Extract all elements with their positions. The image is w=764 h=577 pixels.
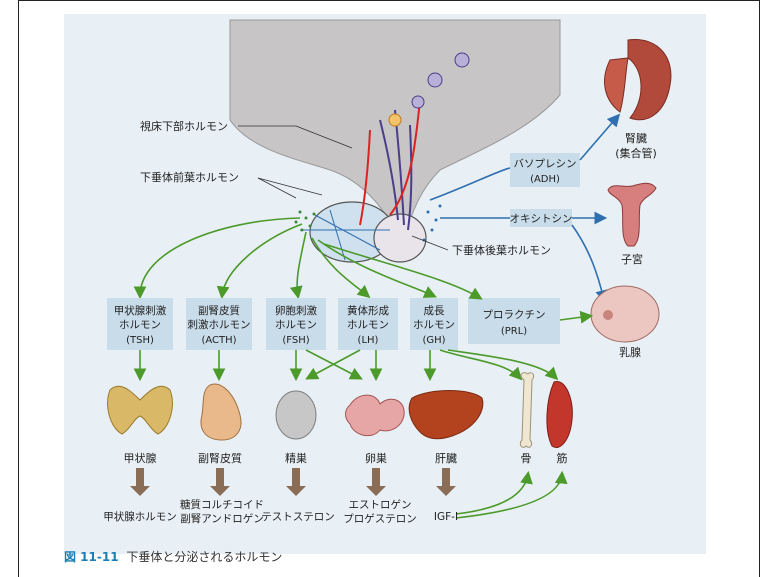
thyroid-image <box>108 386 173 434</box>
uterus-image <box>608 183 656 246</box>
liver-label: 肝臓 <box>435 452 457 465</box>
ovary-label: 卵巣 <box>365 452 387 465</box>
secretion-arrows <box>130 468 456 496</box>
prolactin-label: プロラクチン <box>483 309 546 321</box>
muscle-image <box>547 382 572 448</box>
caption-text: 下垂体と分泌されるホルモン <box>126 550 282 564</box>
bone-label: 骨 <box>521 452 532 465</box>
gh-abbr: (GH) <box>422 335 445 346</box>
fsh-line2: ホルモン <box>275 319 317 331</box>
mammary-label: 乳腺 <box>619 345 641 359</box>
hormone-boxes: 甲状腺刺激 ホルモン (TSH) 副腎皮質 刺激ホルモン (ACTH) 卵胞刺激… <box>107 298 458 350</box>
label-anterior-pituitary-hormones: 下垂体前葉ホルモン <box>140 170 239 184</box>
muscle-label: 筋 <box>557 451 568 465</box>
acth-line2: 刺激ホルモン <box>188 318 251 331</box>
vasopressin-label: バソプレシン <box>514 158 577 170</box>
figure-caption: 図 11-11 下垂体と分泌されるホルモン <box>64 548 282 565</box>
liver-image <box>409 391 483 439</box>
kidney-label-1: 腎臓 <box>625 132 647 145</box>
fsh-abbr: (FSH) <box>282 335 309 346</box>
liver-product: IGF-Ⅰ <box>434 511 458 523</box>
adrenal-image <box>201 384 241 440</box>
adrenal-product-2: 副腎アンドロゲン <box>180 513 264 525</box>
lh-abbr: (LH) <box>358 335 379 346</box>
acth-abbr: (ACTH) <box>201 335 236 346</box>
label-posterior-pituitary-hormones: 下垂体後葉ホルモン <box>452 243 551 257</box>
prolactin-abbr: (PRL) <box>501 326 527 337</box>
acth-line1: 副腎皮質 <box>198 304 240 317</box>
gh-line2: ホルモン <box>413 319 455 331</box>
adrenal-product-1: 糖質コルチコイド <box>180 498 264 511</box>
target-arrows <box>140 350 556 378</box>
oxytocin-label: オキシトシン <box>510 213 573 225</box>
kidney-image <box>628 40 671 120</box>
fsh-line1: 卵胞刺激 <box>275 304 317 317</box>
tsh-line2: ホルモン <box>119 319 161 331</box>
gh-line1: 成長 <box>424 305 445 317</box>
tsh-line1: 甲状腺刺激 <box>114 304 167 317</box>
thyroid-product: 甲状腺ホルモン <box>103 510 177 523</box>
adrenal-label: 副腎皮質 <box>198 451 242 465</box>
ovary-product-1: エストロゲン <box>349 499 412 511</box>
testis-image <box>276 391 316 439</box>
tsh-abbr: (TSH) <box>126 335 154 346</box>
testis-product: テストステロン <box>261 511 335 523</box>
lh-line1: 黄体形成 <box>347 304 389 317</box>
ovary-product-2: プロゲステロン <box>343 513 417 525</box>
bone-image <box>520 373 533 448</box>
kidney-label-2: (集合管) <box>615 146 657 160</box>
label-hypothalamic-hormones: 視床下部ホルモン <box>140 119 228 133</box>
prolactin-box <box>468 298 560 344</box>
thyroid-label: 甲状腺 <box>124 451 157 465</box>
mammary-image <box>591 286 659 342</box>
ovary-image <box>346 395 405 436</box>
lh-line2: ホルモン <box>347 319 389 331</box>
testis-label: 精巣 <box>285 452 307 465</box>
caption-number: 図 11-11 <box>64 550 119 564</box>
uterus-label: 子宮 <box>621 252 643 266</box>
vasopressin-abbr: (ADH) <box>530 174 560 185</box>
